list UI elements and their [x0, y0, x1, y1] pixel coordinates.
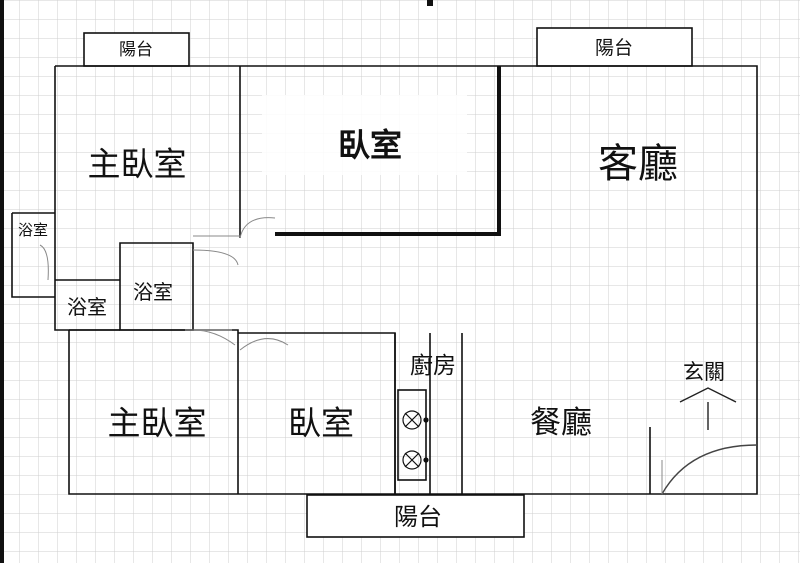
- door-arcs: [39, 217, 758, 495]
- kitchen-label: 廚房: [410, 353, 456, 379]
- burner-1-x: [404, 412, 420, 428]
- thick-walls: [275, 66, 501, 236]
- master-bedroom-top-label: 主臥室: [88, 145, 187, 184]
- knob-1: [423, 417, 429, 423]
- bedroom-top-patch: [262, 95, 467, 175]
- stove: [397, 389, 427, 481]
- bathroom-lower-label: 浴室: [67, 295, 107, 319]
- bedroom-top-label: 臥室: [338, 126, 402, 164]
- door-arc-bedroom-top: [239, 217, 276, 239]
- left-edge: [0, 0, 4, 563]
- bathroom-mid-label: 浴室: [133, 280, 173, 304]
- door-arc-entrance: [661, 444, 758, 495]
- living-room-label: 客廳: [598, 141, 678, 187]
- burner-1: [402, 410, 422, 430]
- balcony-bottom: [306, 494, 525, 538]
- master-bedroom-bottom-label: 主臥室: [108, 404, 207, 443]
- knob-2: [423, 457, 429, 463]
- wall-kitchen: [394, 333, 463, 494]
- bathroom-small-label: 浴室: [18, 221, 48, 239]
- burner-2-x: [404, 452, 420, 468]
- bedroom-bottom-label: 臥室: [288, 404, 354, 443]
- burner-2: [402, 450, 422, 470]
- balcony-top-left: [83, 32, 190, 67]
- balcony-bottom-label: 陽台: [394, 503, 442, 531]
- wall-master-bottom: [69, 329, 239, 494]
- door-arc-bath: [192, 249, 239, 266]
- entrance-arrow: [679, 387, 737, 430]
- dining-room-label: 餐廳: [530, 405, 592, 441]
- balcony-top-right-label: 陽台: [595, 37, 633, 59]
- arrow-head: [679, 387, 737, 403]
- wall-bedroom-top: [275, 66, 501, 236]
- door-leaves: [185, 235, 663, 494]
- balcony-top-right: [536, 27, 693, 67]
- door-arc-small-bath: [39, 244, 49, 281]
- stove-burners: [402, 410, 429, 470]
- door-arc-bedroom-bottom: [239, 338, 289, 351]
- balcony-top-left-label: 陽台: [119, 40, 153, 60]
- entrance-label: 玄關: [683, 360, 725, 384]
- top-marker: [427, 0, 433, 6]
- walls: [11, 27, 758, 538]
- wall-bath-small: [11, 212, 55, 298]
